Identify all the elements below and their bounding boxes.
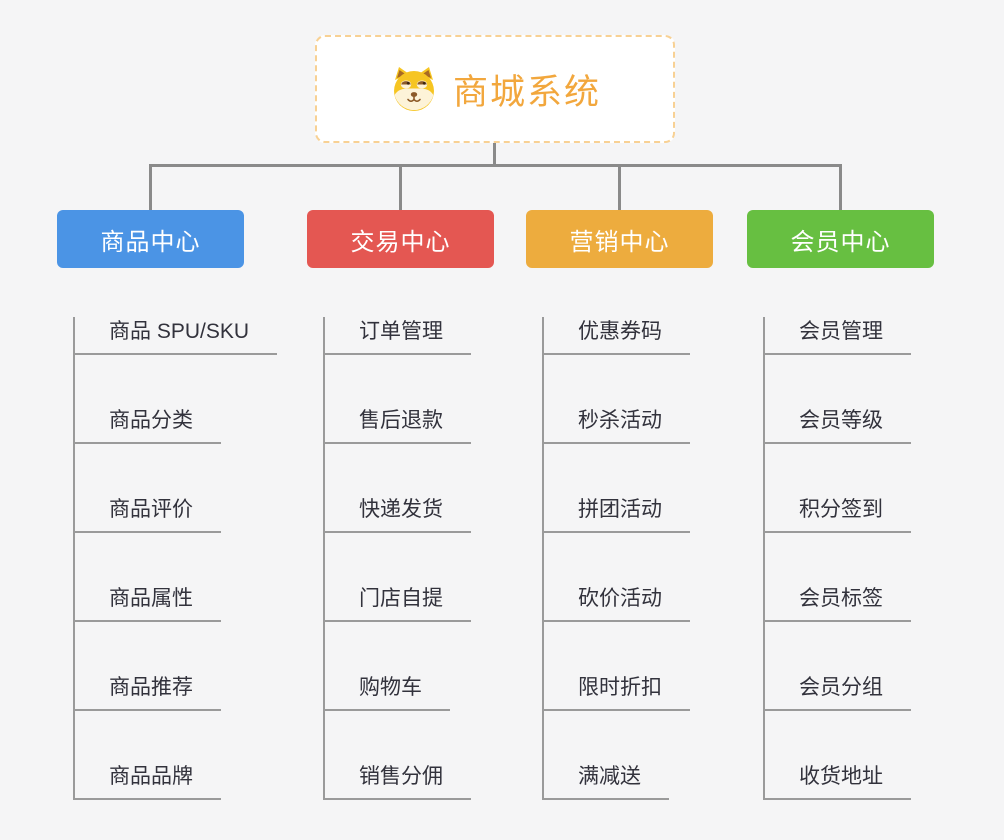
root-node-mall-system[interactable]: 商城系统 bbox=[315, 35, 675, 143]
connector-rail bbox=[149, 164, 842, 167]
branch-children: 订单管理 售后退款 快递发货 门店自提 购物车 销售分佣 bbox=[323, 317, 557, 800]
branch-node-member-center[interactable]: 会员中心 bbox=[747, 210, 934, 268]
leaf-item[interactable]: 商品评价 bbox=[75, 495, 221, 533]
leaf-item[interactable]: 限时折扣 bbox=[544, 673, 690, 711]
branch-node-marketing-center[interactable]: 营销中心 bbox=[526, 210, 713, 268]
branch-node-trade-center[interactable]: 交易中心 bbox=[307, 210, 494, 268]
leaf-item[interactable]: 满减送 bbox=[544, 762, 669, 800]
leaf-item[interactable]: 商品属性 bbox=[75, 584, 221, 622]
branch-trade-center: 交易中心 订单管理 售后退款 快递发货 门店自提 购物车 销售分佣 bbox=[307, 210, 557, 800]
leaf-item[interactable]: 门店自提 bbox=[325, 584, 471, 622]
connector-drop-marketing bbox=[618, 164, 621, 210]
connector-drop-trade bbox=[399, 164, 402, 210]
leaf-item[interactable]: 快递发货 bbox=[325, 495, 471, 533]
leaf-item[interactable]: 购物车 bbox=[325, 673, 450, 711]
connector-drop-product bbox=[149, 164, 152, 210]
leaf-item[interactable]: 拼团活动 bbox=[544, 495, 690, 533]
branch-member-center: 会员中心 会员管理 会员等级 积分签到 会员标签 会员分组 收货地址 bbox=[747, 210, 997, 800]
leaf-item[interactable]: 商品 SPU/SKU bbox=[75, 317, 278, 355]
branch-node-product-center[interactable]: 商品中心 bbox=[57, 210, 244, 268]
branch-children: 商品 SPU/SKU 商品分类 商品评价 商品属性 商品推荐 商品品牌 bbox=[73, 317, 307, 800]
connector-root-trunk bbox=[493, 143, 496, 165]
leaf-item[interactable]: 会员管理 bbox=[765, 317, 911, 355]
leaf-item[interactable]: 订单管理 bbox=[325, 317, 471, 355]
branch-product-center: 商品中心 商品 SPU/SKU 商品分类 商品评价 商品属性 商品推荐 商品品牌 bbox=[57, 210, 307, 800]
leaf-item[interactable]: 会员等级 bbox=[765, 406, 911, 444]
leaf-item[interactable]: 会员分组 bbox=[765, 673, 911, 711]
branch-children: 会员管理 会员等级 积分签到 会员标签 会员分组 收货地址 bbox=[763, 317, 997, 800]
shiba-dog-icon bbox=[393, 67, 434, 111]
root-title: 商城系统 bbox=[452, 72, 601, 112]
branch-marketing-center: 营销中心 优惠券码 秒杀活动 拼团活动 砍价活动 限时折扣 满减送 bbox=[526, 210, 776, 800]
leaf-item[interactable]: 砍价活动 bbox=[544, 584, 690, 622]
leaf-item[interactable]: 秒杀活动 bbox=[544, 406, 690, 444]
leaf-item[interactable]: 会员标签 bbox=[765, 584, 911, 622]
leaf-item[interactable]: 商品品牌 bbox=[75, 762, 221, 800]
connector-drop-member bbox=[839, 164, 842, 210]
leaf-item[interactable]: 商品推荐 bbox=[75, 673, 221, 711]
leaf-item[interactable]: 商品分类 bbox=[75, 406, 221, 444]
leaf-item[interactable]: 售后退款 bbox=[325, 406, 471, 444]
leaf-item[interactable]: 积分签到 bbox=[765, 495, 911, 533]
leaf-item[interactable]: 优惠券码 bbox=[544, 317, 690, 355]
leaf-item[interactable]: 销售分佣 bbox=[325, 762, 471, 800]
branch-children: 优惠券码 秒杀活动 拼团活动 砍价活动 限时折扣 满减送 bbox=[542, 317, 776, 800]
leaf-item[interactable]: 收货地址 bbox=[765, 762, 911, 800]
